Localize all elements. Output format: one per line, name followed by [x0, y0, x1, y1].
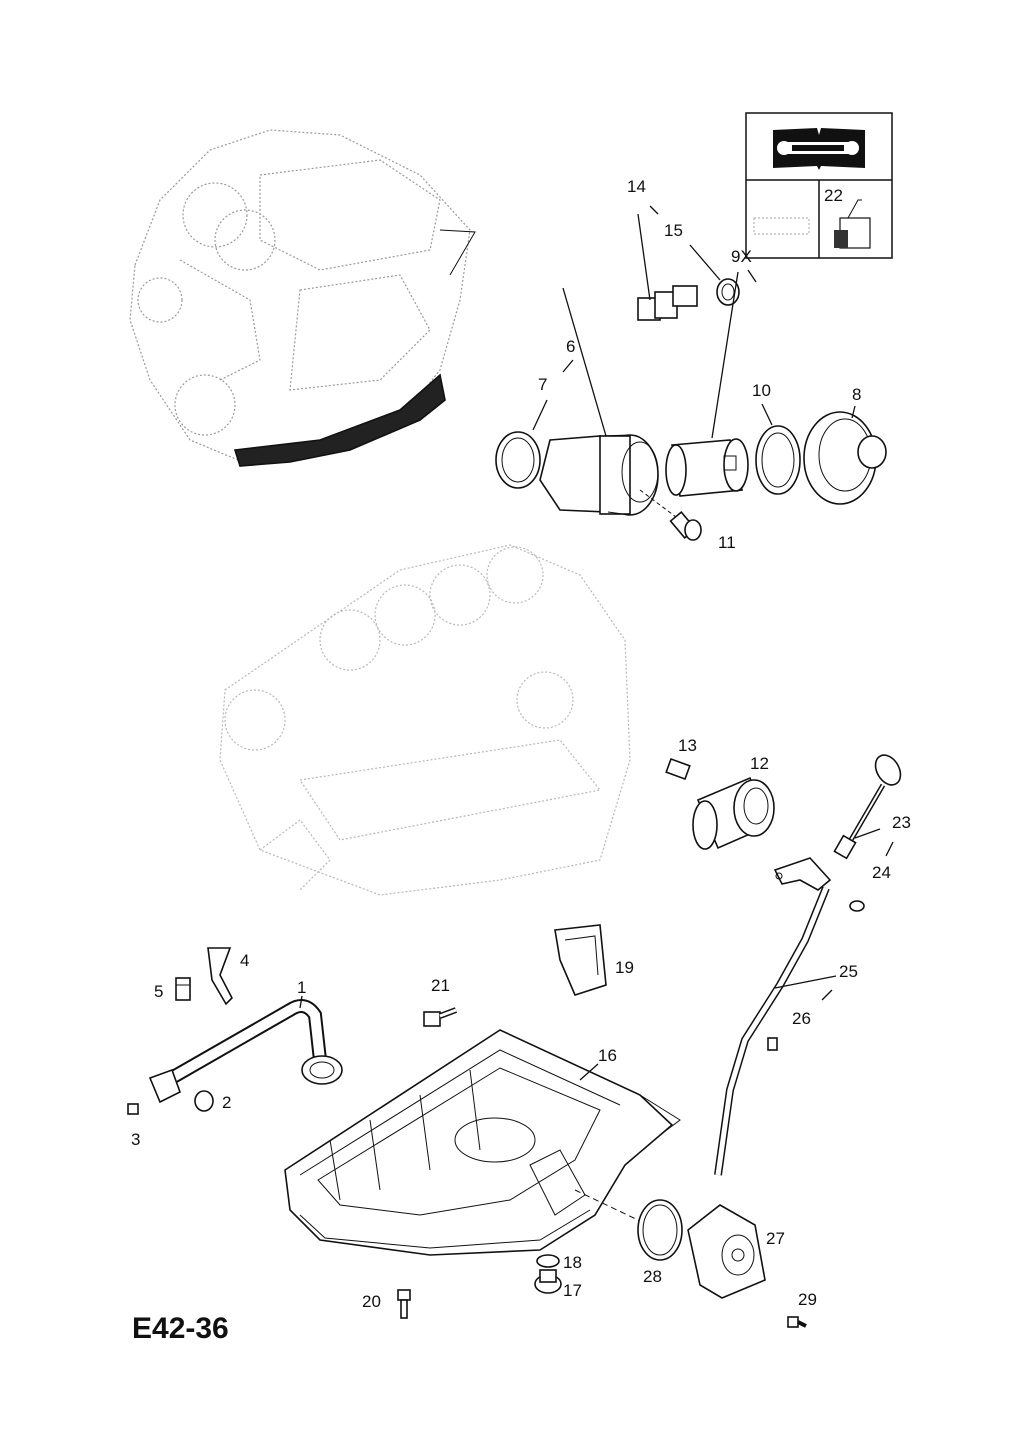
callout-15: 15 [664, 221, 683, 240]
callout-26: 26 [792, 1009, 811, 1028]
dipstick-guide-tube [714, 857, 837, 1176]
callout-12: 12 [750, 754, 769, 773]
callout-11: 11 [718, 533, 736, 552]
callout-23: 23 [892, 813, 911, 832]
bolt-5 [175, 977, 191, 1001]
seal-ring-24 [849, 900, 865, 912]
callout-21: 21 [431, 976, 450, 995]
diagram-code-label: E42-36 [132, 1312, 229, 1345]
callout-2: 2 [222, 1093, 231, 1112]
bolt-21 [423, 1007, 458, 1027]
callout-7: 7 [538, 375, 547, 394]
spin-on-oil-filter [692, 776, 775, 850]
sealant-bottle-icon [753, 199, 871, 249]
callout-1: 1 [297, 978, 306, 997]
callout-18: 18 [563, 1253, 582, 1272]
o-ring-2 [194, 1090, 214, 1112]
seal-ring-28 [637, 1199, 683, 1261]
callout-17: 17 [563, 1281, 582, 1300]
oil-filter-housing [539, 287, 659, 516]
callout-10: 10 [752, 381, 771, 400]
o-ring-7 [495, 431, 541, 489]
bolt-26 [767, 1037, 778, 1051]
callout-27: 27 [766, 1229, 785, 1248]
callout-24: 24 [872, 863, 891, 882]
callout-29: 29 [798, 1290, 817, 1309]
drain-plug-17 [534, 1269, 562, 1294]
callout-25: 25 [839, 962, 858, 981]
callout-9x: 9X [731, 247, 752, 266]
callout-20: 20 [362, 1292, 381, 1311]
bracket-4 [207, 947, 233, 1006]
callout-14: 14 [627, 177, 646, 196]
sealing-washer-18 [536, 1254, 560, 1268]
oil-baffle [554, 924, 607, 996]
bolt-3 [127, 1103, 139, 1115]
callout-22: 22 [824, 186, 843, 205]
oil-dipstick [833, 754, 902, 860]
bolt-11 [639, 489, 702, 541]
cover-27 [687, 1204, 766, 1299]
manual-wrench-icon [773, 128, 865, 170]
callout-19: 19 [615, 958, 634, 977]
oil-pressure-switch [637, 213, 698, 321]
callout-6: 6 [566, 337, 575, 356]
callout-16: 16 [598, 1046, 617, 1065]
callout-3: 3 [131, 1130, 140, 1149]
oil-pan [284, 1029, 681, 1256]
callout-8: 8 [852, 385, 861, 404]
oil-pickup-pipe [148, 995, 343, 1104]
o-ring-10 [755, 425, 801, 495]
callout-28: 28 [643, 1267, 662, 1286]
cylinder-block-illustration [219, 544, 631, 896]
callout-4: 4 [240, 951, 249, 970]
threaded-stud-13 [665, 757, 691, 781]
filter-cap-8 [803, 405, 887, 505]
bolt-20 [397, 1289, 411, 1319]
oil-filter-element [665, 271, 749, 497]
legend-box: 22 [745, 112, 893, 259]
callout-5: 5 [154, 982, 163, 1001]
bolt-29 [787, 1316, 807, 1328]
engine-assembly-illustration [129, 129, 476, 467]
callout-13: 13 [678, 736, 697, 755]
